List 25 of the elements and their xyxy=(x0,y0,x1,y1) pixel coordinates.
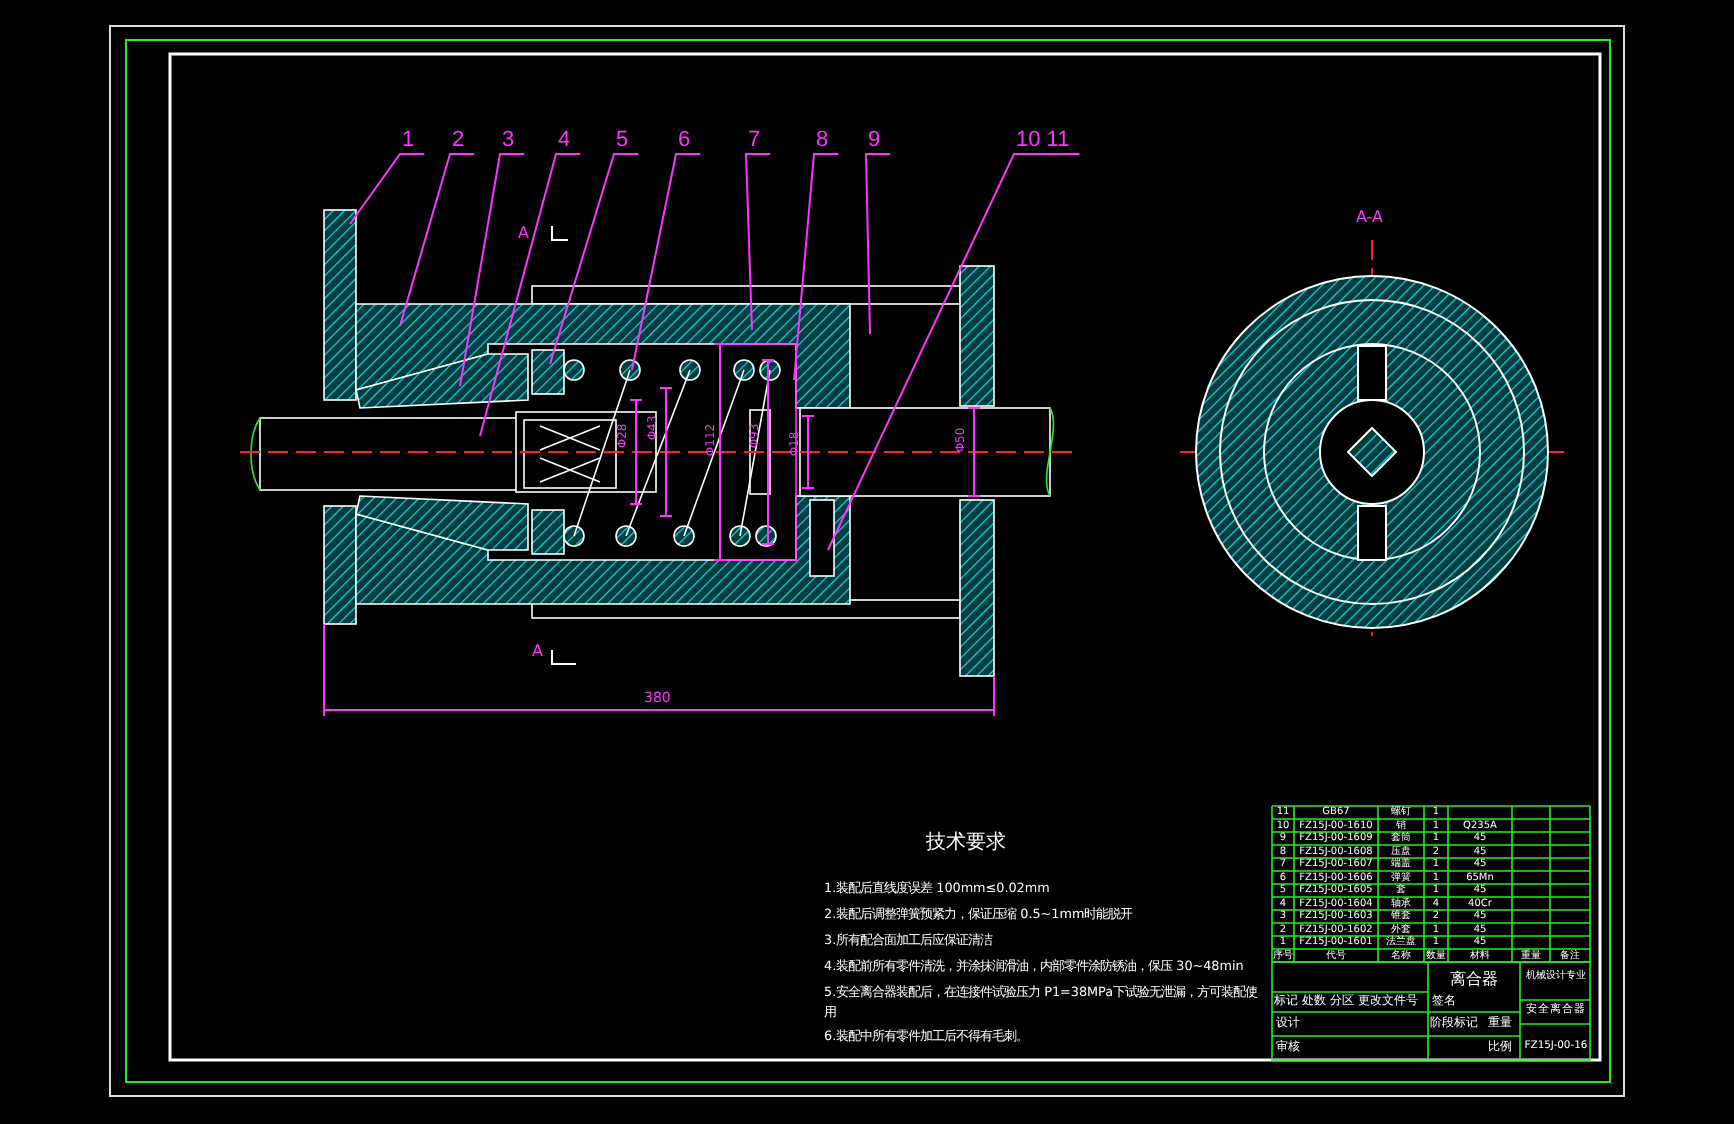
callout-number: 6 xyxy=(678,130,691,152)
leader-line xyxy=(549,153,640,365)
leader-line xyxy=(864,153,892,335)
callout-number: 2 xyxy=(452,130,465,152)
callout-number: 7 xyxy=(748,130,761,152)
callout-number: 3 xyxy=(502,130,515,152)
leader-line xyxy=(479,153,582,437)
drawing-title: 离合器 xyxy=(1450,972,1498,988)
leader-line xyxy=(459,153,526,387)
callout-number: 1 xyxy=(402,130,415,152)
leader-line xyxy=(631,153,702,371)
callout-number: 5 xyxy=(616,130,629,152)
callout-number: 10 11 xyxy=(1016,130,1070,152)
callout-number: 4 xyxy=(558,130,571,152)
leader-line xyxy=(399,153,476,327)
callout-number: 9 xyxy=(868,130,881,152)
leader-line xyxy=(744,153,772,331)
leader-line xyxy=(827,153,1081,551)
leader-line xyxy=(349,153,426,225)
view-label: A-A xyxy=(1356,210,1383,226)
section-label: A xyxy=(518,226,529,242)
leader-line xyxy=(793,153,840,381)
heading: 技术要求 xyxy=(926,834,1006,854)
callout-number: 8 xyxy=(816,130,829,152)
section-label: A xyxy=(532,644,543,660)
